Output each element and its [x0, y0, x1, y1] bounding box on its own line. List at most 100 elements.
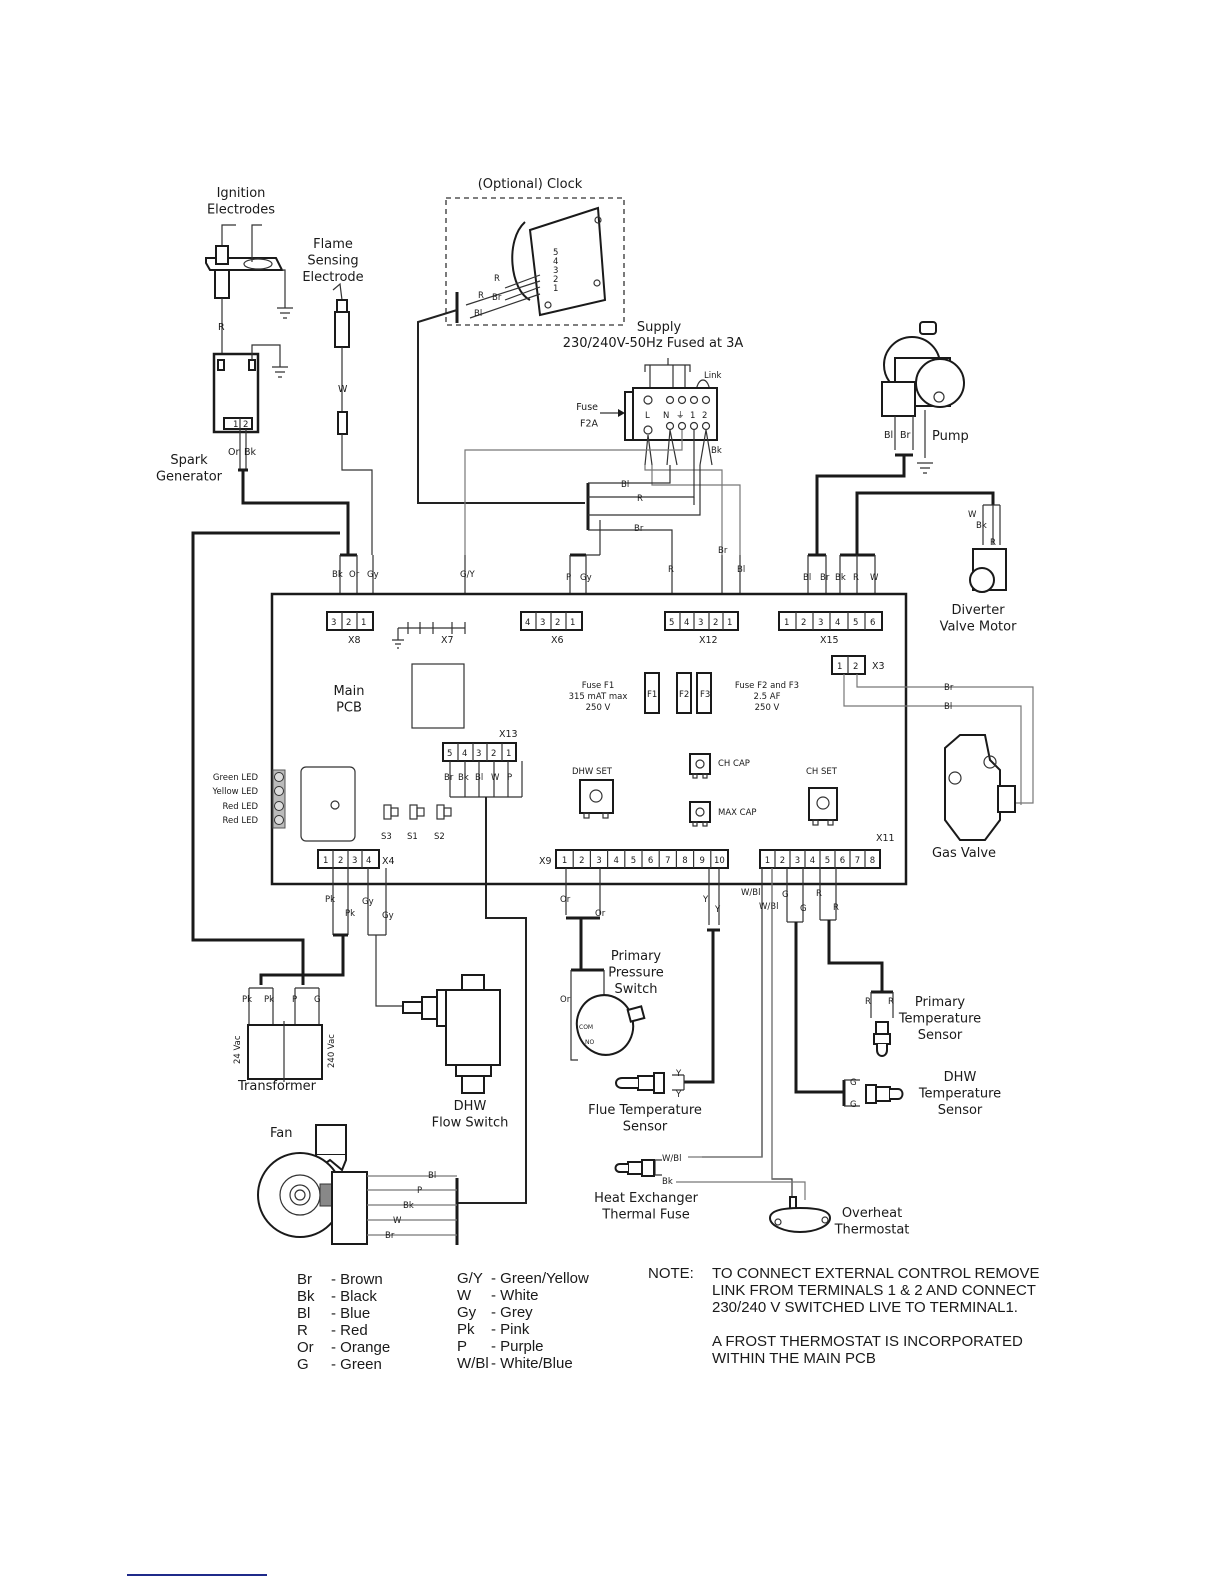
svg-text:W/Bl: W/Bl	[662, 1154, 681, 1164]
svg-text:1: 1	[570, 618, 575, 628]
connector-x3: 1 2 X3 Br Bl	[831, 655, 1034, 805]
legend-item: Bl- Blue	[297, 1305, 390, 1322]
pin-label: 5	[825, 856, 830, 866]
bottom-wires: Pk Pk Gy Gy Pk Pk P G 24 Vac 240 Vac Tra…	[233, 734, 1016, 1245]
connector-x7: X7	[392, 622, 466, 649]
svg-text:R: R	[637, 494, 643, 504]
svg-text:Or: Or	[560, 995, 571, 1005]
legend-name: - Black	[331, 1288, 377, 1305]
legend-item: Br- Brown	[297, 1271, 390, 1288]
connector-x12: 5 4 3 2 1 X12	[664, 611, 739, 646]
svg-text:Br: Br	[944, 683, 954, 693]
wire-label: Or	[228, 447, 239, 458]
legend-name: - Purple	[491, 1338, 544, 1355]
note-label: NOTE:	[648, 1265, 694, 1282]
svg-text:R: R	[990, 538, 996, 548]
legend-code: Br	[297, 1271, 312, 1288]
svg-text:R: R	[865, 997, 871, 1007]
legend-code: Pk	[457, 1321, 475, 1338]
svg-text:Or: Or	[349, 570, 360, 580]
svg-text:1: 1	[233, 420, 238, 430]
legend-name: - White/Blue	[491, 1355, 573, 1372]
pin-label: 10	[714, 856, 725, 866]
wire-label: Br	[718, 546, 728, 556]
svg-text:Gy: Gy	[362, 897, 374, 907]
transformer-label: Transformer	[237, 1079, 317, 1094]
svg-text:3: 3	[352, 856, 357, 866]
pin-label: 4	[810, 856, 815, 866]
svg-text:1: 1	[506, 749, 511, 759]
svg-text:2: 2	[491, 749, 496, 759]
max-cap-potentiometer[interactable]: MAX CAP	[689, 801, 757, 827]
dhw-set-potentiometer[interactable]: DHW SET	[572, 767, 614, 819]
svg-text:5: 5	[447, 749, 452, 759]
svg-text:W: W	[870, 573, 879, 583]
pin-label: 1	[562, 856, 567, 866]
wire-label: Bl	[884, 430, 893, 441]
svg-text:Br: Br	[492, 293, 502, 303]
svg-text:R: R	[494, 274, 500, 284]
svg-text:P: P	[566, 573, 571, 583]
svg-text:G/Y: G/Y	[460, 570, 475, 580]
connector-x4: 1 2 3 4 X4	[317, 849, 395, 869]
legend-code: W	[457, 1287, 472, 1304]
legend-code: R	[297, 1322, 308, 1339]
note: NOTE: TO CONNECT EXTERNAL CONTROL REMOVE…	[648, 1265, 1052, 1384]
legend-item: W- White	[457, 1287, 589, 1304]
svg-text:1: 1	[837, 662, 842, 672]
svg-text:S1: S1	[407, 832, 418, 842]
svg-text:L: L	[645, 411, 650, 421]
svg-text:W: W	[491, 773, 500, 783]
svg-text:S2: S2	[434, 832, 445, 842]
svg-text:4: 4	[462, 749, 467, 759]
svg-text:Br: Br	[820, 573, 830, 583]
svg-text:F2: F2	[679, 690, 689, 700]
svg-text:Br: Br	[444, 773, 454, 783]
svg-text:Red LED: Red LED	[222, 816, 258, 826]
pump: Bl Br Pump	[815, 321, 969, 555]
svg-text:X3: X3	[872, 661, 885, 672]
svg-text:MAX CAP: MAX CAP	[718, 808, 757, 818]
pin-label: 6	[648, 856, 653, 866]
wire-label: Bl	[737, 565, 745, 575]
svg-text:2: 2	[853, 662, 858, 672]
footer-link-line	[127, 1574, 267, 1576]
ch-set-potentiometer[interactable]: CH SET	[806, 767, 838, 826]
svg-text:Br: Br	[385, 1231, 395, 1241]
svg-text:Gy: Gy	[580, 573, 592, 583]
legend-name: - Orange	[331, 1339, 391, 1356]
svg-text:X12: X12	[699, 635, 718, 646]
legend-item: G- Green	[297, 1356, 390, 1373]
svg-text:⏚: ⏚	[676, 411, 685, 421]
svg-text:CH SET: CH SET	[806, 767, 838, 777]
svg-text:N: N	[663, 411, 669, 421]
pin-label: 6	[840, 856, 845, 866]
wire-label: R	[218, 322, 225, 333]
svg-text:1: 1	[690, 411, 695, 421]
ch-cap-potentiometer[interactable]: CH CAP	[689, 753, 750, 779]
svg-text:G: G	[800, 904, 807, 914]
svg-text:X7: X7	[441, 635, 454, 646]
svg-text:P: P	[417, 1186, 422, 1196]
pin-label: 9	[699, 856, 704, 866]
connector-x8: 3 2 1 X8	[326, 611, 374, 646]
supply-rating-label: 230/240V-50Hz Fused at 3A	[563, 336, 744, 351]
supply-label: Supply	[637, 320, 682, 335]
pin-label: 4	[613, 856, 618, 866]
svg-text:2: 2	[555, 618, 560, 628]
legend-item: Pk- Pink	[457, 1321, 589, 1338]
